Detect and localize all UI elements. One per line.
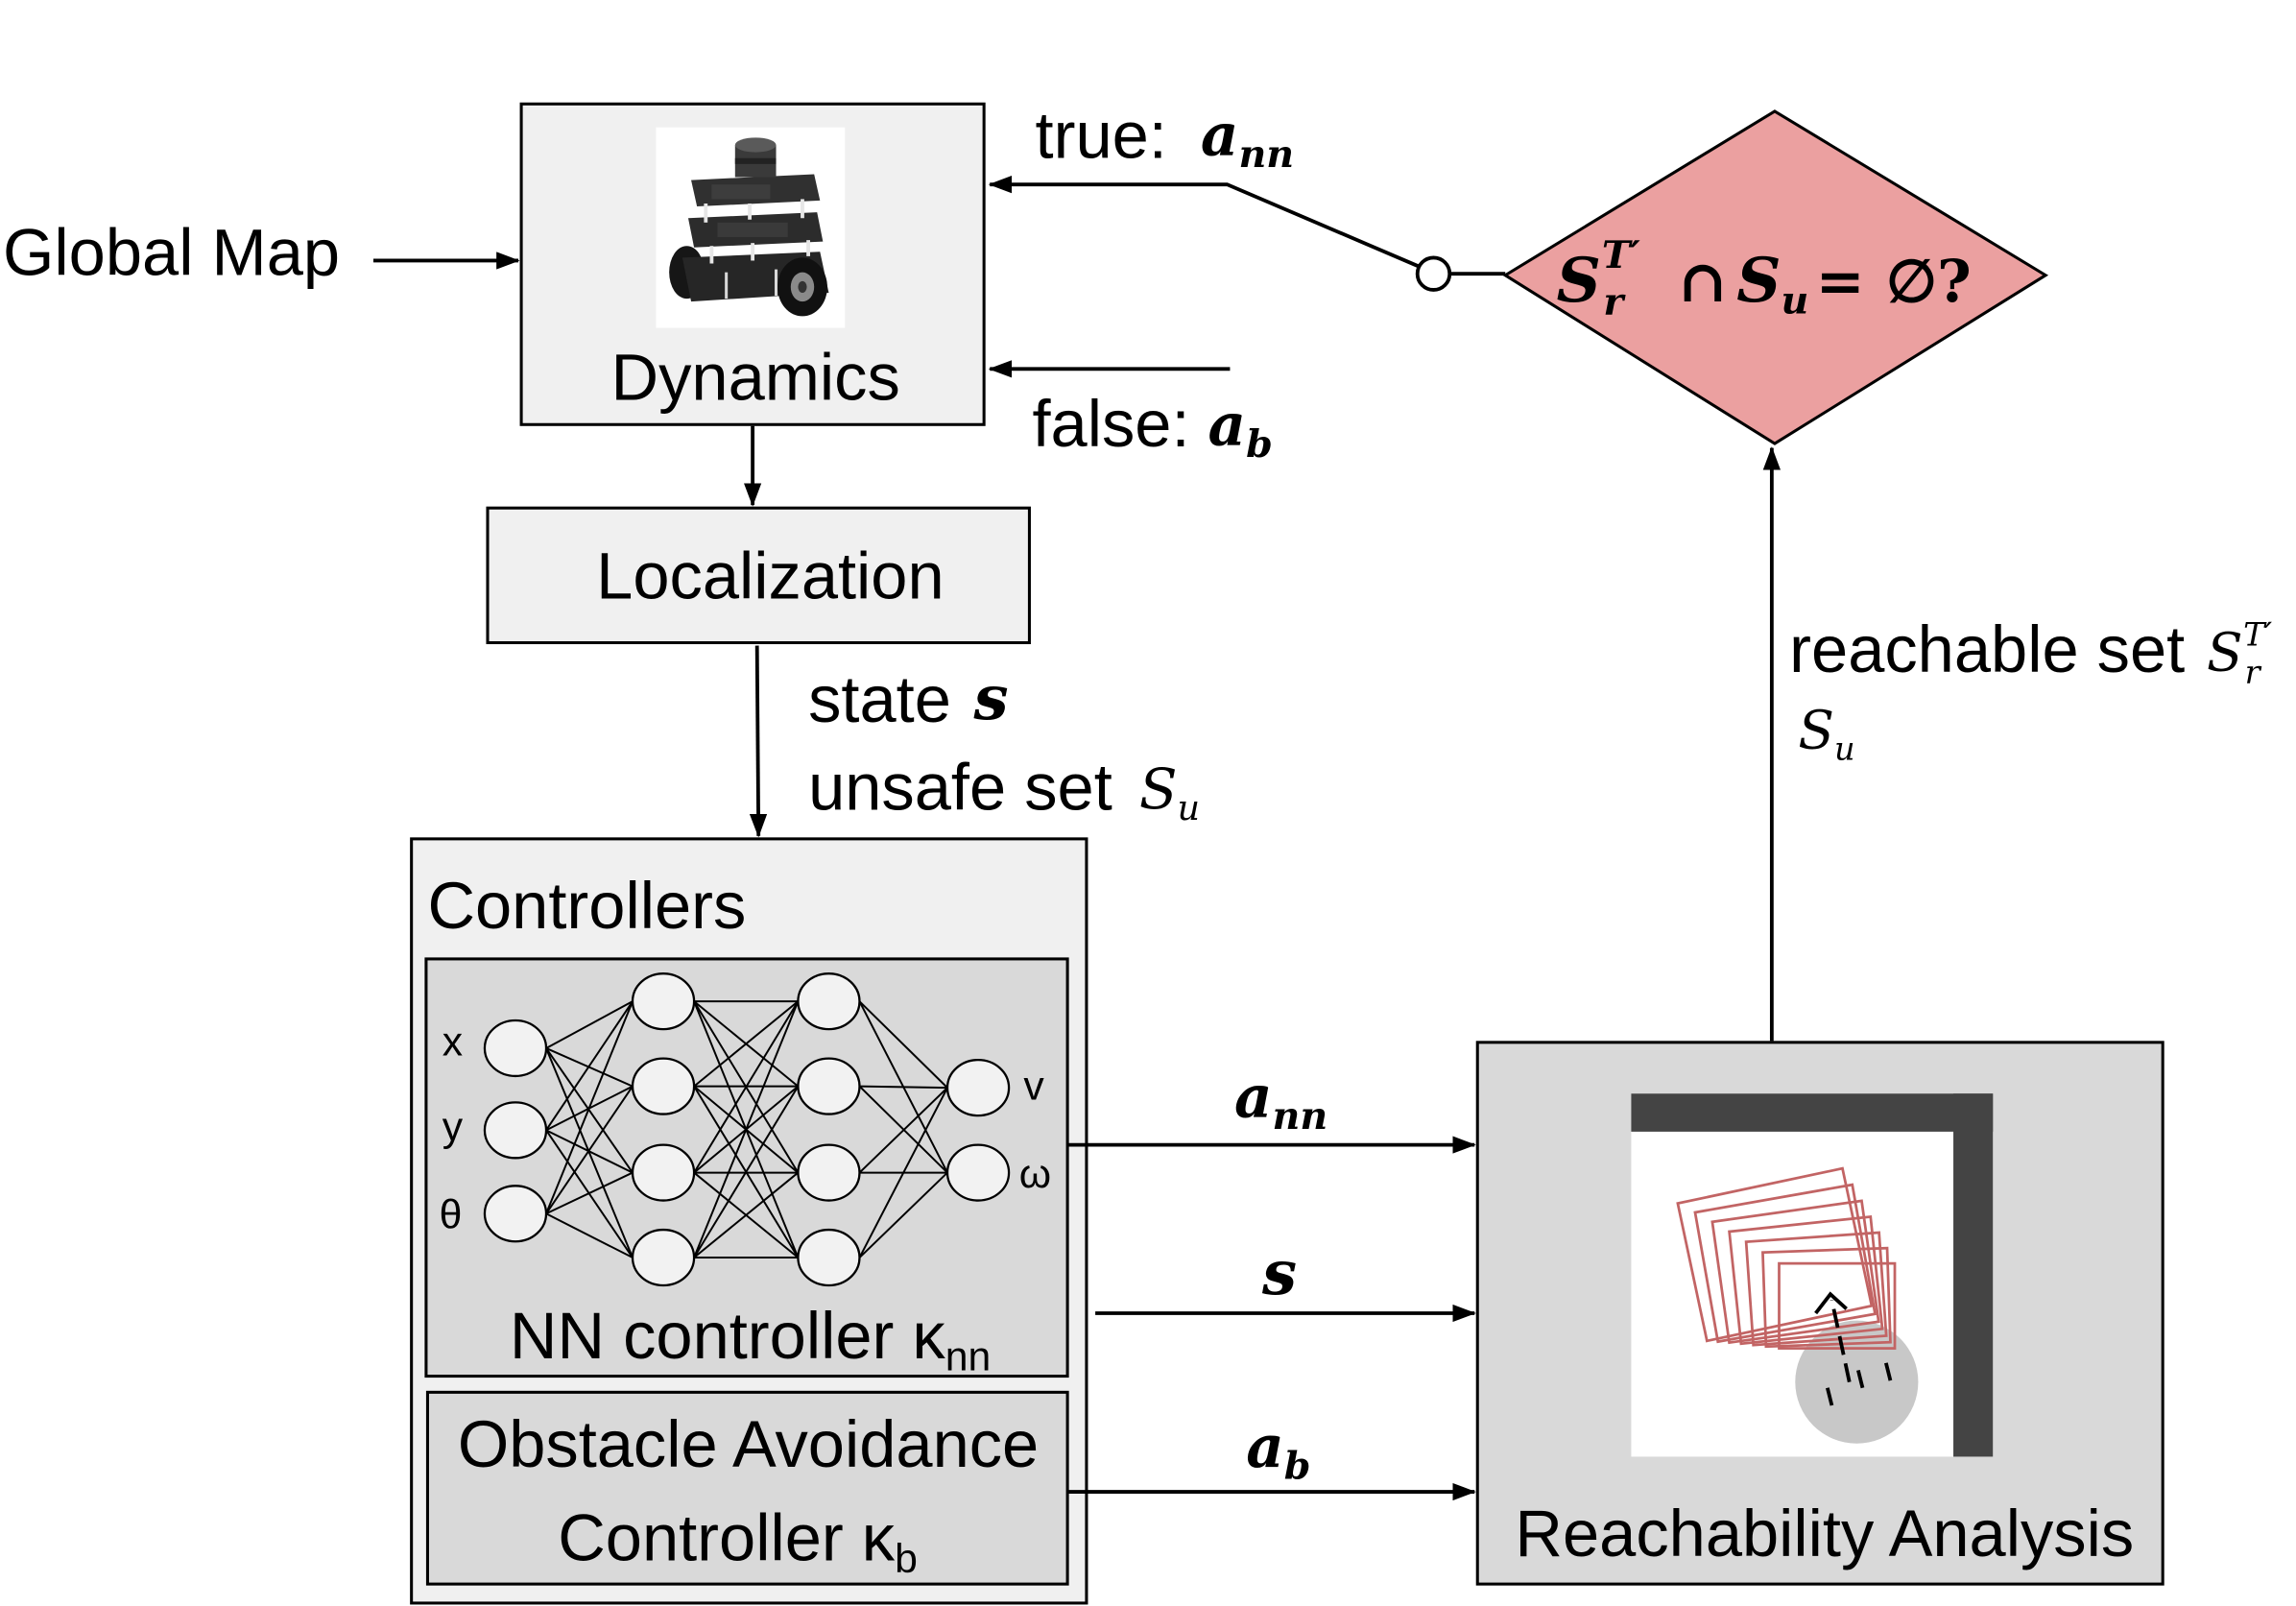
reachable-set-rect <box>1778 1261 1897 1350</box>
nn-connections <box>545 1000 948 1259</box>
nn-connection <box>693 1000 800 1258</box>
false-action: ab <box>1208 392 1273 467</box>
nn-input-x: x <box>442 1019 463 1066</box>
localization-label: Localization <box>596 539 944 613</box>
obstacle-controller-label: Controller κb <box>558 1501 918 1582</box>
reachable-set-rects <box>1676 1166 1897 1350</box>
a-nn-label: ann <box>1234 1064 1327 1139</box>
reachable-set-symbol-sub: r <box>2245 654 2262 691</box>
reachable-set-symbol: S <box>2207 621 2243 683</box>
reachable-set-rect <box>1710 1199 1880 1345</box>
reachability-block: Reachability Analysis <box>1475 1041 2164 1586</box>
nn-node <box>483 1185 548 1243</box>
nn-connection <box>693 1000 800 1088</box>
decision-set2: Su <box>1736 245 1808 323</box>
switch-pivot <box>1415 255 1452 292</box>
nn-connection <box>545 1171 634 1215</box>
nn-node <box>631 1143 696 1202</box>
nn-connection <box>545 1086 634 1214</box>
a-b-label: ab <box>1246 1413 1310 1488</box>
nn-connection <box>858 1087 948 1258</box>
dynamics-block: Dynamics <box>519 102 986 426</box>
state-symbol: s <box>972 662 1008 734</box>
nn-node <box>945 1059 1011 1117</box>
nn-connection <box>693 1000 800 1174</box>
unsafe-set-label: unsafe set <box>808 750 1112 824</box>
localization-box <box>486 506 1031 645</box>
unsafe-set-symbol: Su <box>1139 756 1200 828</box>
controllers-block: Controllers x y θ v ω NN controller κnn … <box>410 837 1088 1605</box>
dynamics-label: Dynamics <box>611 340 900 414</box>
true-label: true: <box>1036 99 1167 173</box>
nn-node <box>631 972 696 1031</box>
controllers-title: Controllers <box>427 869 746 943</box>
nn-controller-label: NN controller κnn <box>510 1299 991 1379</box>
reachable-set-rect <box>1744 1231 1888 1347</box>
nn-node <box>631 1057 696 1115</box>
nn-controller-block: x y θ v ω NN controller κnn <box>424 957 1069 1379</box>
nn-connection <box>858 1171 948 1258</box>
heading-arrow-icon <box>1814 1291 1893 1406</box>
nn-input-theta: θ <box>440 1192 463 1238</box>
reachability-label: Reachability Analysis <box>1515 1497 2134 1570</box>
reachability-map-illustration <box>1631 1093 1994 1457</box>
nn-connection <box>545 1212 634 1258</box>
obstacle-avoidance-box <box>425 1390 1069 1586</box>
decision-set1: S <box>1557 245 1601 317</box>
nn-output-omega: ω <box>1019 1151 1051 1197</box>
nn-connection <box>545 1000 634 1131</box>
nn-node <box>631 1228 696 1287</box>
reachable-set-rect <box>1676 1166 1874 1343</box>
reachable-set-label: reachable set <box>1789 612 2185 686</box>
decision-diamond: S T′ r ∩ Su = ∅? <box>1502 109 2049 445</box>
nn-node <box>797 1228 861 1287</box>
nn-node <box>797 972 861 1031</box>
reachable-set-rect <box>1728 1215 1884 1346</box>
localization-block: Localization <box>486 506 1031 645</box>
nn-connection <box>545 1047 634 1174</box>
global-map-label: Global Map <box>3 216 340 290</box>
decision-empty-set: ∅? <box>1886 248 1972 316</box>
nn-connection <box>858 1087 948 1174</box>
nn-connection <box>545 1000 634 1214</box>
reachable-set-symbol-sup: T′ <box>2243 616 2272 654</box>
nn-connection <box>859 1085 948 1090</box>
state-signal-label: s <box>1261 1237 1297 1309</box>
nn-node <box>483 1019 548 1078</box>
nn-nodes <box>483 972 1011 1287</box>
wall-top <box>1631 1093 1994 1132</box>
robot-footprint <box>1795 1320 1919 1444</box>
nn-node <box>483 1101 548 1160</box>
localization-to-controllers-arrow <box>749 645 768 838</box>
nn-connection <box>545 1000 634 1049</box>
turtlebot-robot-icon <box>656 127 846 328</box>
decision-equals: = <box>1816 248 1865 316</box>
nn-output-v: v <box>1023 1063 1044 1109</box>
obstacle-avoidance-label: Obstacle Avoidance <box>458 1407 1039 1481</box>
nn-node <box>797 1143 861 1202</box>
wall-right <box>1953 1093 1994 1457</box>
obstacle-avoidance-block: Obstacle Avoidance Controller κb <box>425 1390 1069 1586</box>
true-branch-arrow <box>988 176 1420 269</box>
decision-shape <box>1502 109 2049 445</box>
unsafe-set-symbol-2: Su <box>1798 699 1854 767</box>
false-label: false: <box>1032 387 1189 461</box>
nn-input-y: y <box>442 1104 464 1150</box>
nn-node <box>797 1057 861 1115</box>
nn-connection <box>545 1047 634 1258</box>
nn-connection <box>693 1171 800 1258</box>
decision-set1-sub: r <box>1603 280 1626 324</box>
decision-set1-sup: T′ <box>1602 233 1641 277</box>
decision-intersect: ∩ <box>1678 248 1727 316</box>
reachable-set-rect <box>1761 1246 1892 1349</box>
state-label: state <box>808 662 951 736</box>
nn-connection <box>693 1086 800 1258</box>
nn-connection <box>858 1000 948 1089</box>
true-action: ann <box>1201 102 1294 177</box>
nn-node <box>945 1143 1011 1202</box>
